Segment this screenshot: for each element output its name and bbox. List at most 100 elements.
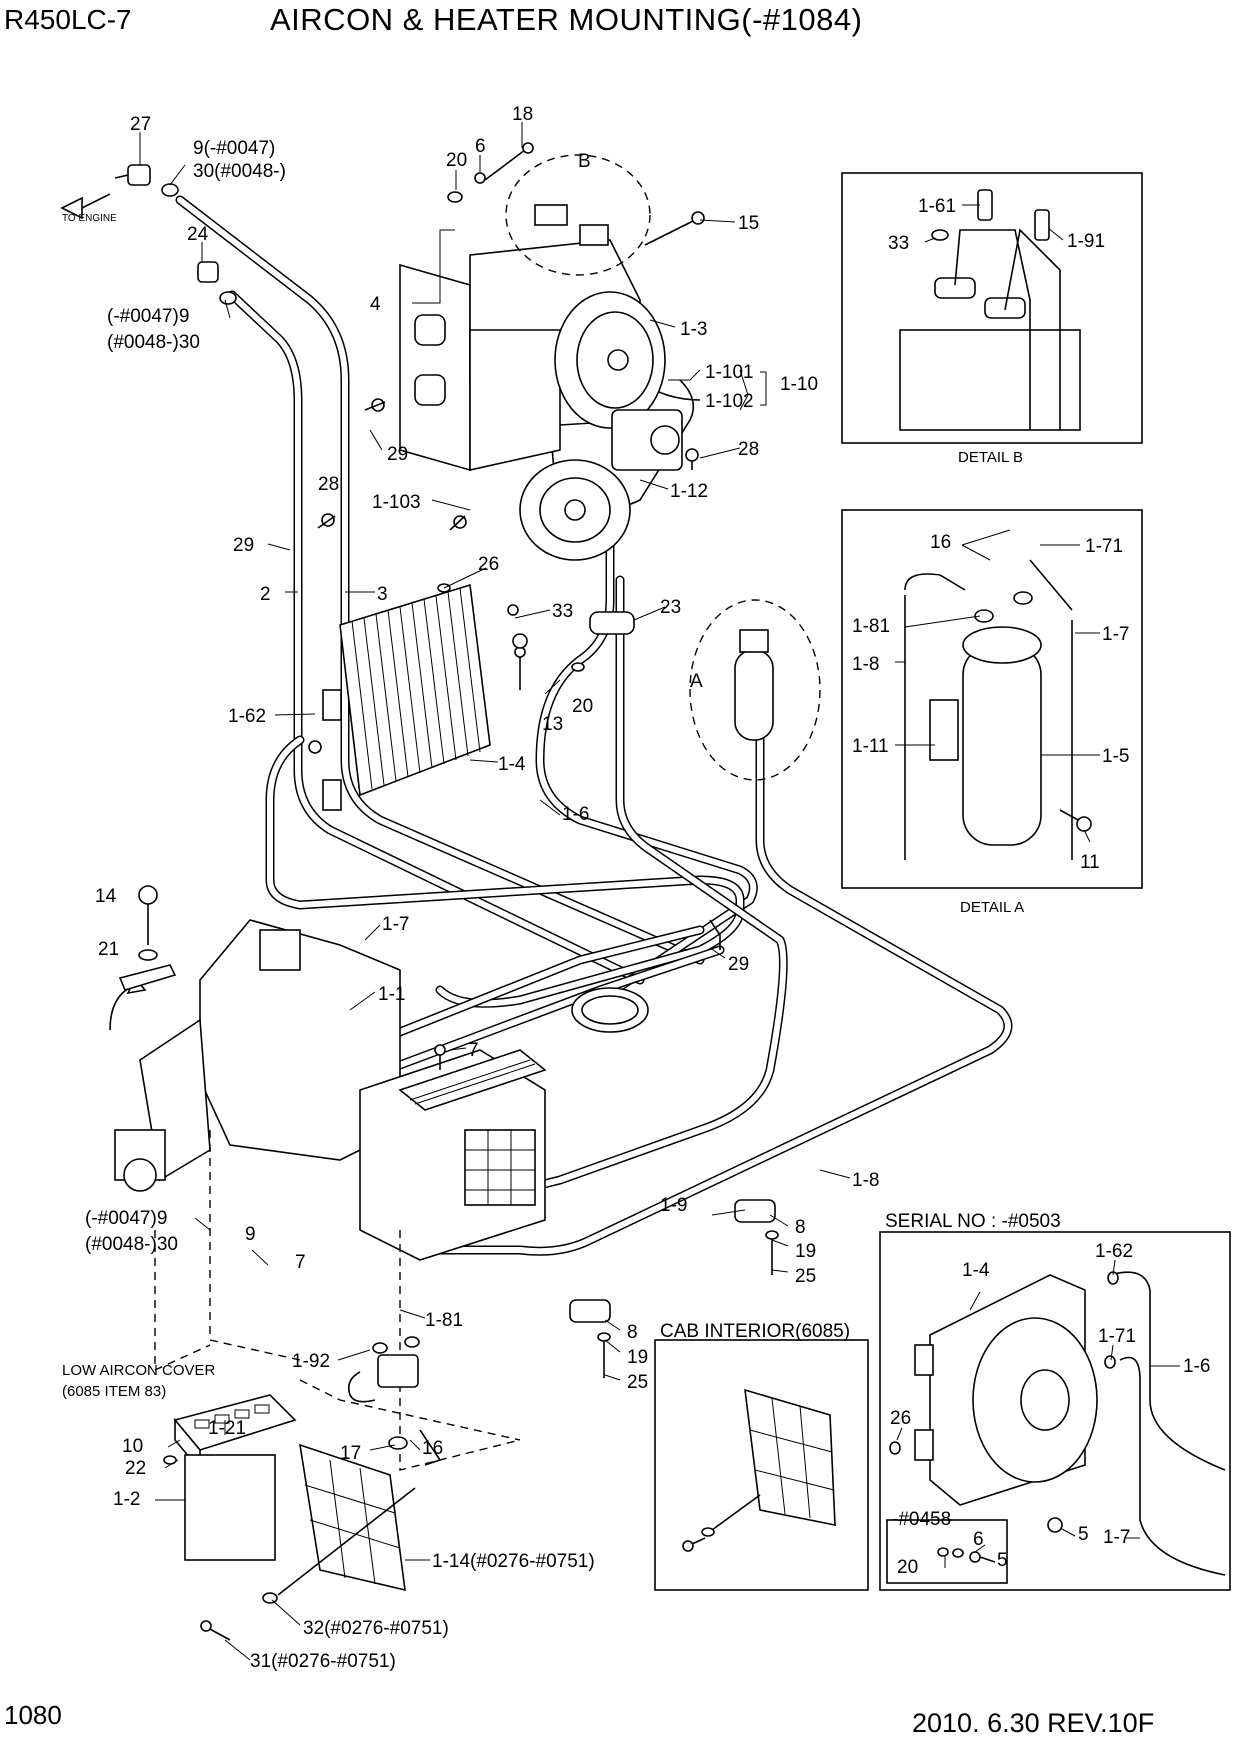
callout-19b: 19 xyxy=(627,1347,648,1368)
detail-a-callout-1-11: 1-11 xyxy=(852,736,889,757)
low-aircon-cover-note: LOW AIRCON COVER xyxy=(62,1362,216,1379)
serial-sub-label: -#0458 xyxy=(892,1509,951,1530)
serial-callout-1-7: 1-7 xyxy=(1103,1527,1130,1548)
callout-16a: 16 xyxy=(422,1438,443,1459)
detail-a-callout-1-5: 1-5 xyxy=(1102,746,1129,767)
detail-a-callout-1-71: 1-71 xyxy=(1085,536,1123,557)
serial-callout-1-6: 1-6 xyxy=(1183,1356,1210,1377)
serial-callout-20: 20 xyxy=(897,1557,918,1578)
callout-1-9: 1-9 xyxy=(660,1195,687,1216)
louver-panel xyxy=(200,1443,416,1641)
serial-box xyxy=(879,1231,1231,1591)
bracket-1-10 xyxy=(760,371,767,406)
callout-1-8a: 1-8 xyxy=(852,1170,879,1191)
fasteners xyxy=(308,398,699,1070)
control-panel xyxy=(163,1394,297,1561)
callout-27: 27 xyxy=(130,114,151,135)
compressor-assembly xyxy=(399,142,705,561)
callout-2: 2 xyxy=(260,584,271,605)
page-footer: 1080 2010. 6.30 REV.10F xyxy=(0,1694,1240,1754)
leader-lines xyxy=(139,122,1180,1661)
callout-9-left: (-#0047)9 xyxy=(107,306,189,327)
detail-a-callout-11: 11 xyxy=(1080,852,1100,873)
callout-9-0047: 9(-#0047) xyxy=(193,138,275,159)
heater-unit xyxy=(109,885,547,1471)
callout-31: 31(#0276-#0751) xyxy=(250,1651,396,1672)
detail-a-callout-1-8: 1-8 xyxy=(852,654,879,675)
callout-1-14: 1-14(#0276-#0751) xyxy=(432,1551,595,1572)
callout-8a: 8 xyxy=(795,1217,806,1238)
callout-10: 10 xyxy=(122,1436,143,1457)
callout-9b: 9 xyxy=(245,1224,256,1245)
callout-1-21: 1-21 xyxy=(208,1418,246,1439)
detail-b-callout-1-91: 1-91 xyxy=(1067,231,1105,252)
callout-9-bottom: (-#0047)9 xyxy=(85,1208,167,1229)
callout-1-12: 1-12 xyxy=(670,481,708,502)
callout-13: 13 xyxy=(542,714,563,735)
receiver-drier xyxy=(689,599,821,781)
hose-routing xyxy=(175,195,1013,1256)
callout-22: 22 xyxy=(125,1458,146,1479)
callout-23: 23 xyxy=(660,597,681,618)
to-engine-note: TO ENGINE xyxy=(62,213,117,224)
detail-a-callout-1-81: 1-81 xyxy=(852,616,890,637)
callout-26a: 26 xyxy=(478,554,499,575)
callout-29a: 29 xyxy=(387,444,408,465)
view-a-mark: A xyxy=(690,671,703,692)
serial-callout-5a: 5 xyxy=(1078,1524,1089,1545)
callout-25b: 25 xyxy=(627,1372,648,1393)
callout-28a: 28 xyxy=(738,439,759,460)
detail-a-box xyxy=(841,509,1143,889)
page-header: R450LC-7 AIRCON & HEATER MOUNTING(-#1084… xyxy=(0,0,1240,50)
callout-30-bottom: (#0048-)30 xyxy=(85,1234,178,1255)
callout-25a: 25 xyxy=(795,1266,816,1287)
callout-8b: 8 xyxy=(627,1322,638,1343)
detail-b-callout-1-61: 1-61 xyxy=(918,196,956,217)
detail-b-callout-33: 33 xyxy=(888,233,909,254)
callout-1-6a: 1-6 xyxy=(562,804,589,825)
detail-b-label: DETAIL B xyxy=(958,449,1023,466)
callout-1-1: 1-1 xyxy=(378,984,405,1005)
callout-1-7a: 1-7 xyxy=(382,914,409,935)
page-number: 1080 xyxy=(4,1700,62,1730)
low-aircon-cover-ref: (6085 ITEM 83) xyxy=(62,1383,166,1400)
callout-3: 3 xyxy=(377,584,388,605)
callout-labels: TO ENGINE 27 9(-#0047) 30(#0048-) 24 (-#… xyxy=(62,104,1210,1672)
callout-30-left: (#0048-)30 xyxy=(107,332,200,353)
page-title: AIRCON & HEATER MOUNTING(-#1084) xyxy=(270,2,863,37)
detail-a-callout-16: 16 xyxy=(930,532,951,553)
callout-20a: 20 xyxy=(446,150,467,171)
callout-1-10: 1-10 xyxy=(780,374,818,395)
callout-7a: 7 xyxy=(468,1040,479,1061)
callout-1-62a: 1-62 xyxy=(228,706,266,727)
view-b-mark: B xyxy=(578,151,591,172)
detail-a-callout-1-7: 1-7 xyxy=(1102,624,1129,645)
callout-1-101: 1-101 xyxy=(705,362,754,383)
condenser xyxy=(322,583,491,811)
callout-29c: 29 xyxy=(728,954,749,975)
detail-b-box xyxy=(841,172,1143,444)
serial-callout-1-4: 1-4 xyxy=(962,1260,990,1281)
callout-1-2: 1-2 xyxy=(113,1489,140,1510)
callout-30-0048: 30(#0048-) xyxy=(193,161,286,182)
callout-19a: 19 xyxy=(795,1241,816,1262)
callout-29b: 29 xyxy=(233,535,254,556)
cab-interior-box xyxy=(654,1339,869,1591)
cab-interior-label: CAB INTERIOR(6085) xyxy=(660,1321,850,1342)
callout-1-3: 1-3 xyxy=(680,319,707,340)
serial-callout-26: 26 xyxy=(890,1408,911,1429)
callout-1-103: 1-103 xyxy=(372,492,421,513)
callout-4: 4 xyxy=(370,294,381,315)
callout-1-4a: 1-4 xyxy=(498,754,526,775)
callout-20b: 20 xyxy=(572,696,593,717)
callout-1-92: 1-92 xyxy=(292,1351,330,1372)
serial-no-label: SERIAL NO : -#0503 xyxy=(885,1211,1061,1232)
callout-32: 32(#0276-#0751) xyxy=(303,1618,449,1639)
detail-a-label: DETAIL A xyxy=(960,899,1024,916)
callout-21: 21 xyxy=(98,939,119,960)
callout-24: 24 xyxy=(187,224,209,245)
callout-1-81a: 1-81 xyxy=(425,1310,463,1331)
callout-1-102: 1-102 xyxy=(705,391,754,412)
callout-6a: 6 xyxy=(475,136,486,157)
